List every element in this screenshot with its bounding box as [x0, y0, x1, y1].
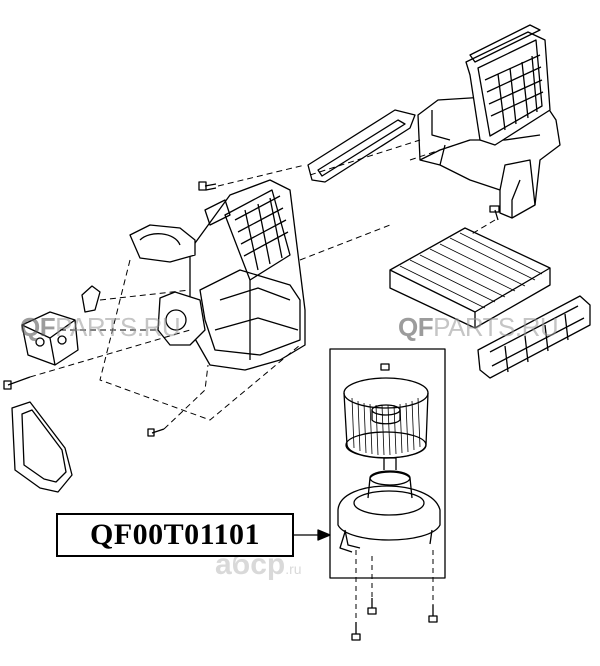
blower-housing	[129, 179, 306, 371]
evaporator-grille	[465, 24, 551, 146]
duct-strip	[307, 109, 416, 183]
bottom-screws	[351, 598, 438, 641]
screws	[3, 181, 500, 437]
leader-lines	[29, 139, 496, 430]
blower-motor-callout	[329, 348, 446, 579]
bottom-leaders	[355, 550, 434, 620]
watermark-left: QFPARTS.RU	[20, 312, 181, 342]
callout-arrowhead	[317, 529, 331, 541]
part-number-label: QF00T01101	[56, 513, 294, 557]
filter-cover	[477, 295, 591, 379]
watermark-right: QFPARTS.RU	[398, 312, 559, 342]
cabin-filter	[389, 227, 551, 329]
gasket-frame	[11, 401, 73, 493]
actuator-motor	[21, 285, 101, 366]
